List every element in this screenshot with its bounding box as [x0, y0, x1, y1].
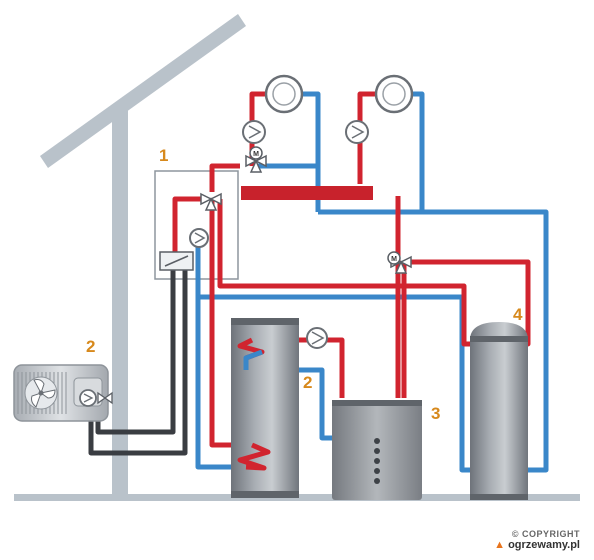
boiler — [332, 400, 422, 500]
heating-circuit-left — [264, 74, 304, 114]
mixing-valve-icon — [200, 192, 222, 211]
label-buffer-tank: 4 — [513, 305, 523, 324]
flame-icon: ▲ — [494, 539, 506, 552]
brand-name: ogrzewamy.pl — [508, 539, 580, 552]
heat-pump-link-pipes — [88, 265, 188, 456]
mixing-valve-icon — [97, 391, 113, 405]
pump-icon — [242, 120, 266, 144]
supply-pipes — [172, 91, 531, 448]
buffer-tank — [470, 322, 528, 500]
copyright-line: © COPYRIGHT — [511, 529, 580, 540]
tank-upper-coil-return — [243, 349, 263, 370]
house-wall — [112, 108, 128, 500]
fan-icon — [24, 376, 58, 410]
pump-icon — [79, 389, 97, 407]
brand-line: ▲ ogrzewamy.pl — [494, 539, 580, 552]
pump-icon — [306, 327, 328, 349]
valve-motor-label: M — [391, 256, 397, 263]
controller-unit — [159, 251, 194, 271]
pump-icon — [345, 120, 369, 144]
distribution-manifold — [241, 186, 373, 200]
pump-icon — [189, 228, 209, 248]
heating-circuit-right — [374, 74, 414, 114]
label-control-box: 1 — [159, 146, 168, 165]
label-boiler: 3 — [431, 404, 440, 423]
mixing-valve-icon: M — [245, 146, 267, 173]
tank-lower-coil — [237, 442, 271, 471]
label-heat-pump: 2 — [86, 337, 95, 356]
house-roof — [40, 14, 246, 168]
mixing-valve-icon: M — [387, 251, 412, 274]
label-hot-water-tank: 2 — [303, 373, 312, 392]
copyright-block: © COPYRIGHT ▲ ogrzewamy.pl — [494, 529, 580, 552]
valve-motor-label: M — [253, 151, 259, 158]
